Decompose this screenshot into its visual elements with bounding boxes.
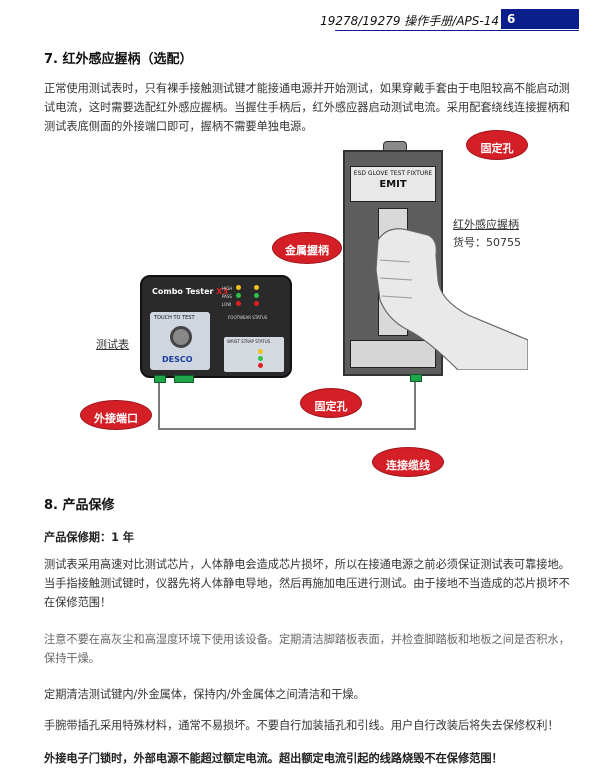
fixture-title: ESD GLOVE TEST FIXTURE (353, 170, 433, 177)
warranty-paragraph-1: 测试表采用高速对比测试芯片，人体静电会造成芯片损坏，所以在接通电源之前必须保证测… (44, 558, 570, 609)
led-low-icon (236, 301, 241, 306)
status-pass-label: PASS (222, 294, 232, 299)
tester-port-terminal (154, 375, 166, 383)
wrist-status-label: WRIST STRAP STATUS (227, 339, 271, 344)
led-high-icon (254, 285, 259, 290)
page-number-badge: 6 (501, 9, 579, 29)
tester-brand: Combo Tester X3 (152, 287, 229, 296)
status-high-label: HIGH (222, 286, 233, 291)
touch-label: TOUCH TO TEST (154, 315, 195, 321)
led-high-icon (258, 349, 263, 354)
touch-panel: TOUCH TO TEST DESCO (150, 312, 210, 370)
page-header-title: 19278/19279 操作手册/APS-14 (320, 14, 499, 28)
led-pass-icon (258, 356, 263, 361)
label-tester: 测试表 (96, 338, 129, 351)
touch-button-icon (170, 326, 192, 348)
label-ir-grip: 红外感应握柄 (453, 218, 519, 231)
fixture-label: ESD GLOVE TEST FIXTURE EMIT (350, 166, 436, 202)
emit-logo: EMIT (379, 179, 407, 190)
callout-external-port: 外接端口 (80, 400, 152, 430)
warranty-paragraph-3: 定期清洁测试键内/外金属体，保持内/外金属体之间清洁和干燥。 (44, 688, 365, 701)
label-item-number: 货号：50755 (453, 236, 521, 249)
warranty-paragraph-2: 注意不要在高灰尘和高湿度环境下使用该设备。定期清洁脚踏板表面，并检查脚踏板和地板… (44, 633, 570, 665)
section-8-heading: 8. 产品保修 (44, 498, 115, 513)
led-low-icon (254, 301, 259, 306)
warranty-paragraph-5: 外接电子门锁时，外部电源不能超过额定电流。超出额定电流引起的线路烧毁不在保修范围… (44, 752, 503, 765)
section-7-paragraph: 正常使用测试表时，只有裸手接触测试键才能接通电源并开始测试，如果穿戴手套由于电阻… (44, 82, 570, 133)
gloved-hand-icon (375, 228, 528, 370)
fixture-port-terminal (410, 374, 422, 382)
combo-tester-device: Combo Tester X3 TOUCH TO TEST DESCO HIGH… (140, 275, 292, 378)
warranty-paragraph-4: 手腕带插孔采用特殊材料，通常不易损坏。不要自行加装插孔和引线。用户自行改装后将失… (44, 719, 559, 732)
led-high-icon (236, 285, 241, 290)
fixture-bottom-panel (350, 340, 436, 368)
callout-fixing-hole-top: 固定孔 (466, 130, 528, 160)
footwear-status-label: FOOTWEAR STATUS (228, 315, 268, 320)
desco-logo: DESCO (162, 355, 193, 364)
led-low-icon (258, 363, 263, 368)
led-pass-icon (236, 293, 241, 298)
callout-fixing-hole-bottom: 固定孔 (300, 388, 362, 418)
callout-connection-cable: 连接缆线 (372, 447, 444, 477)
section-7-heading: 7. 红外感应握柄（选配） (44, 52, 193, 67)
callout-metal-grip: 金属握柄 (272, 232, 342, 264)
footwear-status-panel: HIGH PASS LOW FOOTWEAR STATUS (222, 285, 286, 330)
led-pass-icon (254, 293, 259, 298)
cable-line (158, 380, 416, 430)
header-rule (335, 30, 579, 31)
tester-terminal-block (174, 375, 194, 383)
warranty-period: 产品保修期：1 年 (44, 531, 134, 544)
status-low-label: LOW (222, 302, 232, 307)
wrist-status-panel: WRIST STRAP STATUS (224, 337, 284, 372)
